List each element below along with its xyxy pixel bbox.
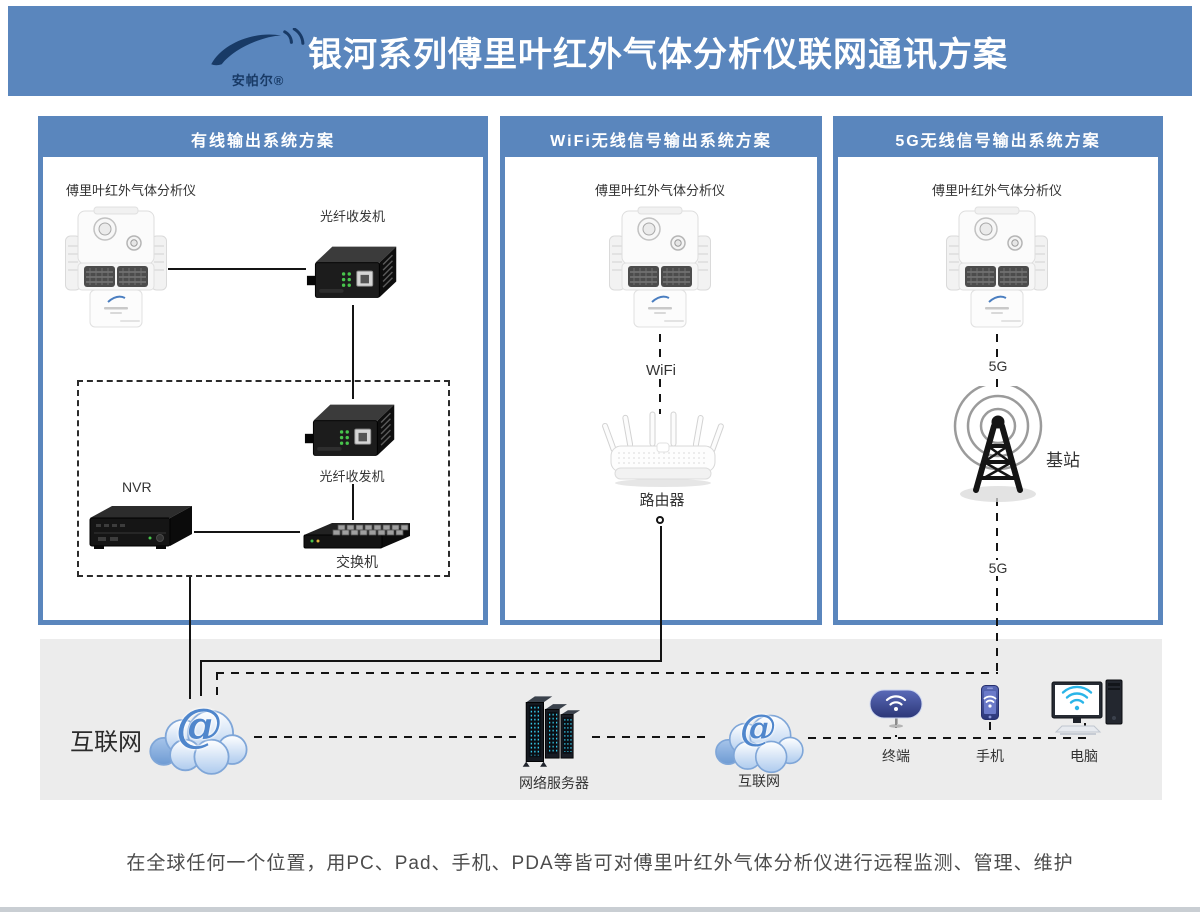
server-label: 网络服务器 bbox=[519, 775, 589, 791]
computer-label: 电脑 bbox=[1070, 748, 1098, 764]
line-router-horizontal bbox=[200, 660, 662, 662]
dash-terminal-stub bbox=[895, 720, 897, 737]
header-banner: 安帕尔® 银河系列傅里叶红外气体分析仪联网通讯方案 bbox=[8, 6, 1192, 96]
wifi-analyzer-label: 傅里叶红外气体分析仪 bbox=[594, 183, 725, 198]
monitoring-room-dashed-box bbox=[77, 380, 450, 577]
ethernet-switch-icon bbox=[300, 518, 412, 554]
computer-icon bbox=[1050, 678, 1132, 740]
fiber-transceiver-icon bbox=[306, 240, 400, 306]
terminal-icon bbox=[868, 688, 924, 730]
router-label: 路由器 bbox=[639, 492, 685, 509]
panel-wifi-header: WiFi无线信号输出系统方案 bbox=[505, 121, 817, 157]
g5-downlink-label: 5G bbox=[976, 560, 1020, 576]
nvr-label: NVR bbox=[122, 479, 152, 495]
phone-label: 手机 bbox=[976, 748, 1004, 764]
g5-uplink-label: 5G bbox=[976, 358, 1020, 374]
line-router-to-cloud bbox=[200, 660, 202, 696]
router-connector-dot bbox=[656, 516, 664, 524]
line-analyzer-to-transceiver bbox=[168, 268, 306, 270]
dash-server-to-cloud2 bbox=[592, 736, 710, 738]
page-title: 银河系列傅里叶红外气体分析仪联网通讯方案 bbox=[308, 35, 1008, 75]
nvr-icon bbox=[84, 502, 194, 554]
wired-analyzer-label: 傅里叶红外气体分析仪 bbox=[66, 183, 197, 198]
wifi-link-label: WiFi bbox=[630, 362, 692, 379]
fiber-transceiver-box-label: 光纤收发机 bbox=[319, 469, 385, 484]
server-rack-icon bbox=[516, 692, 592, 772]
fiber-transceiver2-icon bbox=[304, 398, 398, 464]
switch-label: 交换机 bbox=[336, 554, 378, 570]
line-transceiver2-to-switch bbox=[352, 484, 354, 520]
router-icon bbox=[598, 410, 728, 488]
brand-logo-text: 安帕尔® bbox=[231, 73, 285, 88]
brand-logo-icon bbox=[206, 28, 310, 70]
caption-text: 在全球任何一个位置，用PC、Pad、手机、PDA等皆可对傅里叶红外气体分析仪进行… bbox=[126, 853, 1074, 874]
panel-5g-header: 5G无线信号输出系统方案 bbox=[838, 121, 1158, 157]
dash-cloud2-to-devices bbox=[808, 737, 1088, 739]
fiber-transceiver-top-label: 光纤收发机 bbox=[320, 209, 386, 224]
wifi-link-label-text: WiFi bbox=[643, 362, 679, 379]
at-symbol-icon: @ bbox=[176, 698, 222, 752]
gas-analyzer-icon bbox=[64, 206, 168, 330]
terminal-label: 终端 bbox=[882, 748, 910, 764]
footer-strip bbox=[0, 907, 1200, 912]
base-station-label: 基站 bbox=[1046, 451, 1080, 470]
phone-icon bbox=[978, 684, 1002, 724]
dash-cloud-to-server bbox=[254, 736, 516, 738]
dash-5g-to-cloud bbox=[216, 672, 218, 700]
gas-analyzer-icon bbox=[608, 206, 712, 330]
line-nvr-to-switch bbox=[194, 531, 300, 533]
panel-wired-header: 有线输出系统方案 bbox=[43, 121, 483, 157]
internet-right-label: 互联网 bbox=[738, 773, 780, 789]
line-transceiver-down bbox=[352, 305, 354, 399]
dash-5g-horizontal bbox=[216, 672, 998, 674]
line-router-down bbox=[660, 526, 662, 662]
g5-uplink-label-text: 5G bbox=[985, 358, 1011, 374]
panel-5g: 5G无线信号输出系统方案 bbox=[833, 116, 1163, 625]
at-symbol-icon: @ bbox=[740, 707, 776, 749]
gas-analyzer-icon bbox=[945, 206, 1049, 330]
g5-analyzer-label: 傅里叶红外气体分析仪 bbox=[931, 183, 1062, 198]
g5-downlink-label-text: 5G bbox=[985, 560, 1011, 576]
dash-phone-stub bbox=[989, 722, 991, 737]
line-wired-to-cloud bbox=[189, 577, 191, 699]
dash-5g-downlink bbox=[996, 498, 998, 672]
internet-left-label: 互联网 bbox=[70, 729, 142, 756]
